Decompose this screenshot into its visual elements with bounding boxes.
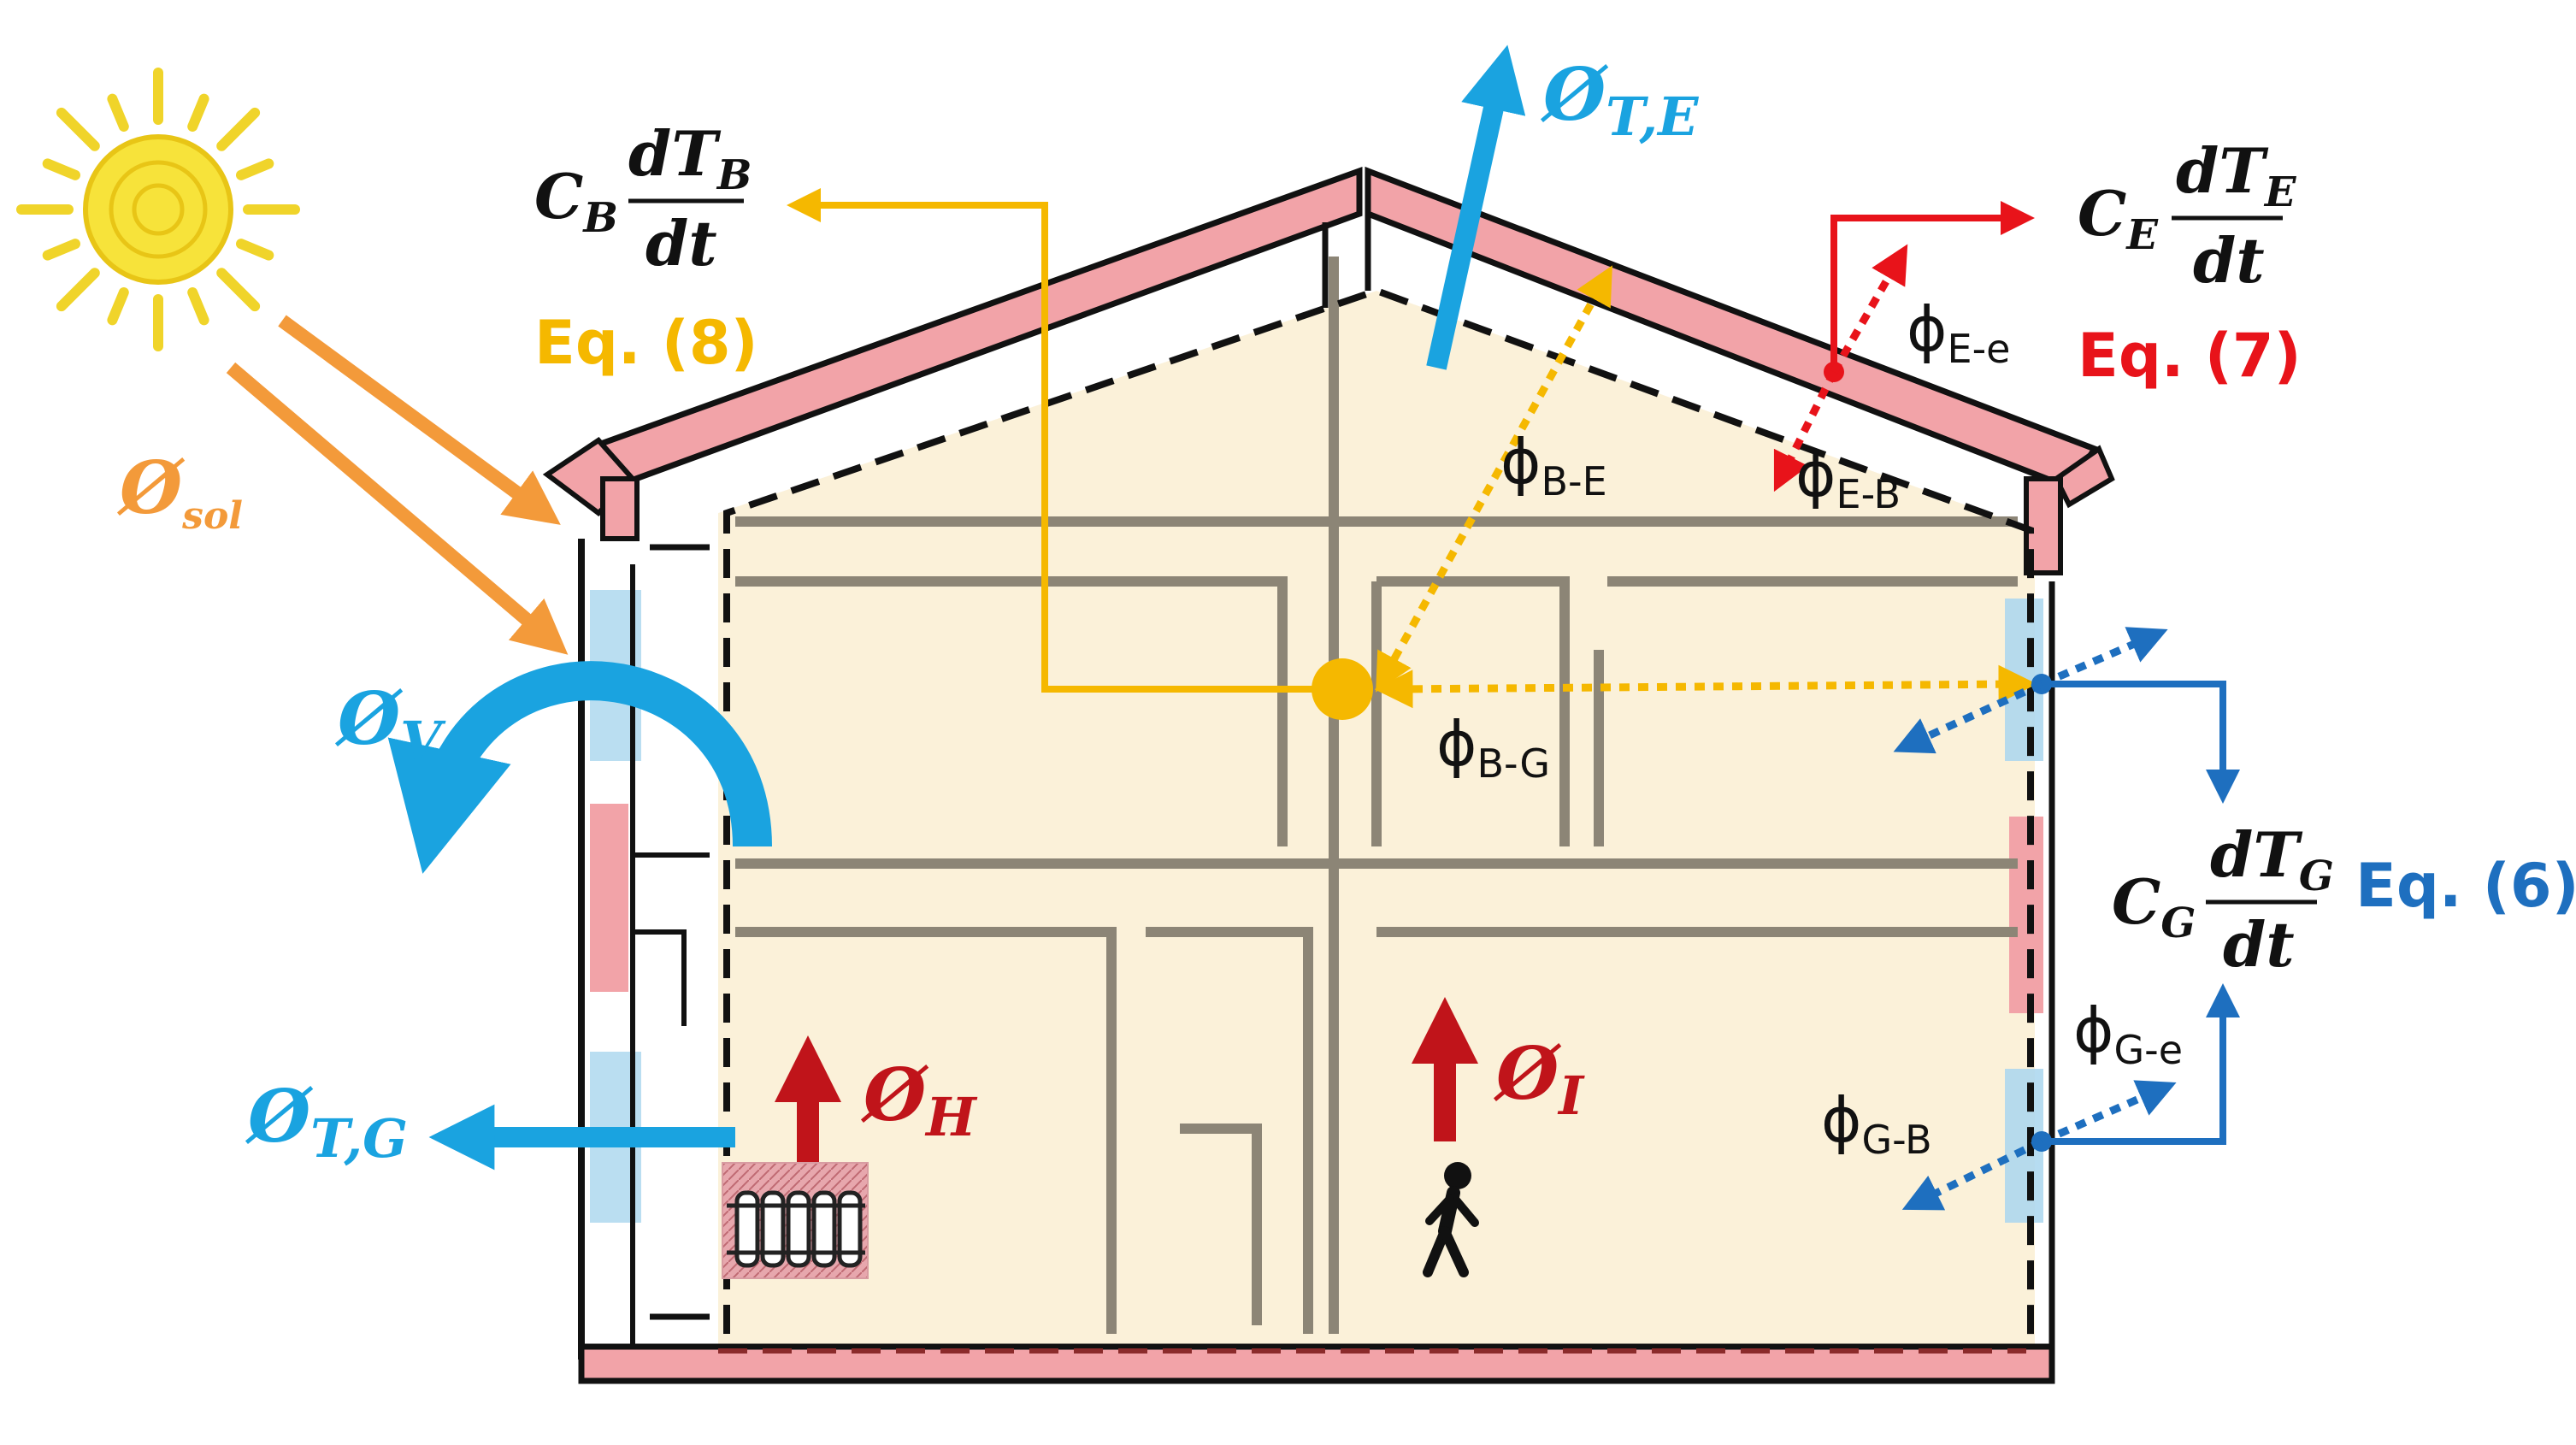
sun-icon	[16, 68, 300, 351]
phi-g-e-lower-line	[2040, 1080, 2177, 1146]
ventilation-arrow	[387, 661, 772, 874]
sun-ray	[216, 107, 261, 151]
svg-text:dt: dt	[645, 207, 717, 280]
label-phi-tg: ØT,G	[245, 1074, 408, 1170]
eq6-ref: Eq. (6)	[2355, 851, 2576, 921]
left-wall-mid-insulation	[590, 804, 628, 992]
label-phi-h: ØH	[860, 1053, 978, 1148]
eq8-ref: Eq. (8)	[534, 308, 758, 378]
solar-arrow-lower	[226, 362, 569, 655]
label-phi-g-e: ϕG-e	[2073, 994, 2183, 1073]
sun-ray	[42, 158, 80, 180]
solar-arrow-upper	[278, 315, 561, 525]
phi-g-e-upper-line	[2040, 627, 2168, 688]
building-node	[1312, 658, 1373, 720]
label-phi-e-b: ϕE-B	[1795, 439, 1901, 517]
label-phi-v: ØV	[334, 676, 446, 772]
sun-ray	[187, 287, 209, 326]
svg-text:dTB: dTB	[628, 117, 752, 199]
sun-ray	[42, 239, 80, 261]
svg-text:CE: CE	[2078, 177, 2159, 259]
label-phi-sol: Øsol	[116, 445, 243, 538]
sun-ray	[107, 93, 129, 132]
equation-building: CB dTB dt Eq. (8)	[534, 117, 758, 378]
svg-text:dt: dt	[2193, 224, 2265, 297]
equation-ground: CG dTG dt Eq. (6)	[2112, 818, 2576, 981]
svg-text:dTG: dTG	[2210, 818, 2334, 900]
label-phi-b-g: ϕB-G	[1436, 708, 1550, 787]
sun-ray	[216, 268, 261, 312]
sun-ray	[56, 107, 100, 151]
label-phi-te: ØT,E	[1540, 52, 1699, 148]
phi-b-g-line	[1374, 664, 2037, 709]
svg-text:CB: CB	[534, 160, 618, 242]
svg-text:dTE: dTE	[2176, 134, 2297, 216]
eq8-link-line	[787, 188, 1334, 693]
phi-e-e-line	[1830, 244, 1908, 375]
sun-ray	[187, 93, 209, 132]
svg-text:CG: CG	[2112, 865, 2196, 947]
phi-g-b-upper-line	[1893, 680, 2043, 754]
label-phi-e-e: ϕE-e	[1907, 293, 2010, 372]
svg-text:dt: dt	[2223, 908, 2295, 981]
right-wall-mid-insulation	[2009, 817, 2043, 1013]
label-phi-b-e: ϕB-E	[1500, 426, 1607, 504]
eq7-link-line	[1830, 201, 2035, 372]
phi-e-b-line	[1773, 369, 1838, 492]
phi-g-b-lower-line	[1901, 1137, 2043, 1211]
eq7-ref: Eq. (7)	[2078, 321, 2302, 391]
left-wall-top-insulation	[600, 476, 640, 541]
equation-envelope: CE dTE dt Eq. (7)	[2078, 134, 2302, 391]
sun-ray	[56, 268, 100, 312]
sun-ray	[107, 287, 129, 326]
sun-ray	[236, 158, 274, 180]
label-phi-g-b: ϕG-B	[1821, 1084, 1932, 1163]
radiator-icon	[722, 1162, 869, 1279]
eq6-link-lower	[2043, 983, 2240, 1145]
person-icon	[1423, 1162, 1479, 1277]
label-phi-i: ØI	[1493, 1031, 1585, 1127]
eq6-link-upper	[2043, 681, 2240, 804]
sun-ray	[236, 239, 274, 261]
